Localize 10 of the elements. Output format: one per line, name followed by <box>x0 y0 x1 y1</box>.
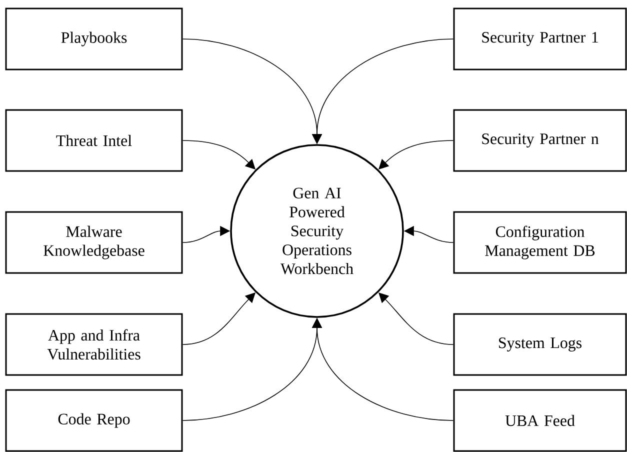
source-box: Code Repo <box>5 389 183 452</box>
source-box: Configuration Management DB <box>453 211 627 274</box>
source-box: Security Partner 1 <box>453 8 627 70</box>
source-box: Threat Intel <box>5 109 183 172</box>
source-box: App and Infra Vulnerabilities <box>5 313 183 376</box>
source-box: UBA Feed <box>453 389 627 452</box>
source-box: Malware Knowledgebase <box>5 211 183 274</box>
source-box: Security Partner n <box>453 109 627 172</box>
source-box: System Logs <box>453 313 627 376</box>
source-box: Playbooks <box>5 8 183 70</box>
